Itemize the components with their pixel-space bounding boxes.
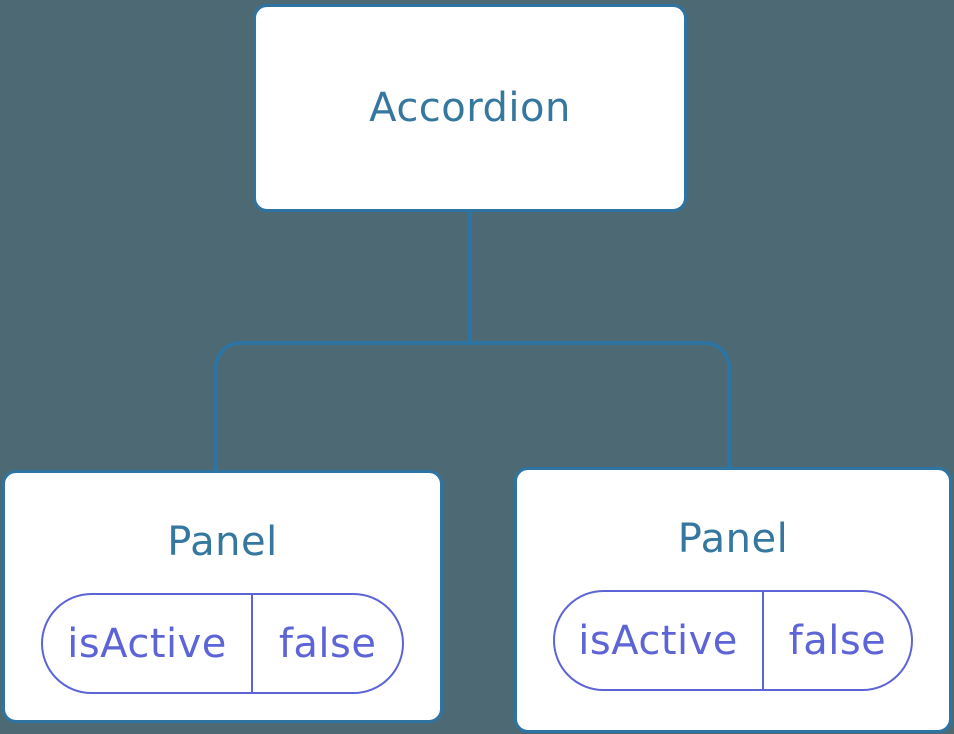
tree-node-panel-left: Panel isActive false — [2, 470, 443, 723]
accordion-label: Accordion — [369, 85, 571, 131]
connector-branches — [214, 341, 731, 471]
panel-label: Panel — [677, 516, 789, 562]
state-pill: isActive false — [552, 590, 914, 691]
tree-node-panel-right: Panel isActive false — [514, 467, 952, 733]
state-value-cell: false — [761, 592, 912, 689]
state-key-cell: isActive — [67, 620, 227, 667]
connector-stem — [468, 210, 472, 345]
panel-label: Panel — [167, 519, 278, 565]
state-key-cell: isActive — [578, 617, 738, 664]
state-pill: isActive false — [40, 593, 405, 694]
tree-node-accordion: Accordion — [253, 4, 687, 212]
state-value-cell: false — [251, 595, 402, 692]
